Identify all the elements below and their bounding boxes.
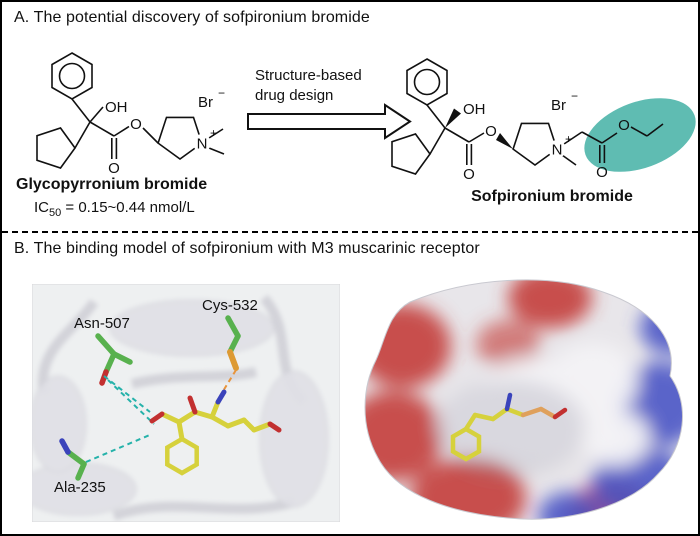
residue-sticks: [59, 315, 241, 481]
reaction-arrow: Structure-based drug design: [247, 67, 412, 140]
sofp-ester-o-label: O: [485, 123, 497, 140]
hbond-teal-3: [85, 433, 153, 463]
hydrogen-bonds: [85, 369, 237, 463]
surface-outline: [364, 279, 683, 520]
glycopyrronium-name: Glycopyrronium bromide: [16, 176, 208, 193]
ester-highlight-ellipse: [584, 98, 696, 172]
pocket-ligand-nitrogen-tip: [504, 392, 513, 412]
n-label-mask: [192, 134, 211, 153]
glyco-bonds: [36, 52, 225, 169]
binding-model-ribbon-view: Asn-507 Cys-532 Ala-235: [32, 284, 340, 522]
cyclopentyl-ring: [36, 127, 76, 169]
sofp-bonds: [391, 58, 664, 175]
ligand-oxygen-tip-2: [187, 395, 198, 415]
sofp-br-minus-label: −: [571, 89, 578, 103]
panel-divider: [2, 231, 698, 233]
aromatic-circle: [413, 68, 441, 96]
arrow-label-line2: drug design: [255, 87, 333, 104]
sofp-chain-ester-o-label: O: [618, 117, 630, 134]
pocket-ligand-chain: [520, 406, 558, 420]
sofp-n-label: N: [552, 142, 563, 159]
arrow-label-line1: Structure-based: [255, 67, 362, 84]
glycopyrronium-ic50: IC50 = 0.15~0.44 nmol/L: [34, 199, 195, 219]
phenyl-ring: [406, 58, 448, 106]
pocket-ligand-sticks: [450, 392, 568, 462]
pyrrolidine-ring: [512, 122, 558, 166]
n-label-mask: [547, 140, 566, 159]
aromatic-circle: [58, 62, 86, 90]
ligand-phenyl-ring: [165, 436, 199, 476]
hbond-teal-1: [103, 375, 151, 413]
ligand-oxygen-tip-1: [149, 411, 165, 424]
glyco-br-minus-label: −: [218, 86, 225, 100]
protein-ribbons: [32, 294, 329, 521]
ligand-oxygen-tip-3: [267, 421, 282, 433]
ala-nitrogen-tip: [59, 438, 71, 455]
panel-a-title: A. The potential discovery of sofpironiu…: [14, 9, 370, 26]
ligand-nitrogen-tip: [215, 389, 227, 405]
ic50-prefix: IC: [34, 199, 49, 216]
ester-wedge-bond: [496, 133, 513, 149]
glyco-ester-o-label: O: [130, 116, 142, 133]
asn-507-label: Asn-507: [74, 315, 130, 332]
sofpironium-structure: OH O O N + Br − O O: [391, 58, 696, 183]
glyco-carbonyl-o-label: O: [108, 160, 120, 177]
binding-model-surface-view: [364, 279, 683, 520]
ic50-value: = 0.15~0.44 nmol/L: [61, 199, 195, 216]
binding-pocket-shadow: [435, 380, 585, 476]
ic50-subscript: 50: [49, 207, 62, 219]
panel-a-structures: OH O O N + Br − Structure-based drug des…: [36, 52, 696, 183]
open-arrow-icon: [247, 103, 412, 140]
cys-532-label: Cys-532: [202, 297, 258, 314]
asn-oxygen-tip: [99, 369, 109, 386]
glyco-oh-label: OH: [105, 99, 128, 116]
glyco-n-label: N: [197, 136, 208, 153]
pyrrolidine-ring: [157, 116, 203, 160]
panel-b-title: B. The binding model of sofpironium with…: [14, 240, 480, 257]
phenyl-ring: [51, 52, 93, 100]
pocket-ligand-oxygen-tip: [552, 407, 568, 420]
sofp-chain-carbonyl-o-label: O: [596, 164, 608, 181]
glyco-n-plus-label: +: [210, 126, 217, 140]
pocket-ligand-phenyl-ring: [450, 426, 482, 462]
cys-sulfur-tip: [227, 349, 239, 371]
sofp-carbonyl-o-label: O: [463, 166, 475, 183]
ala-235-sticks: [65, 449, 87, 481]
oh-wedge-bond: [445, 108, 461, 128]
glycopyrronium-structure: OH O O N + Br −: [36, 52, 225, 177]
hbond-teal-2: [107, 379, 155, 425]
asn-507-sticks: [95, 333, 133, 375]
ligand-sticks: [149, 389, 282, 476]
sofpironium-name: Sofpironium bromide: [471, 188, 633, 205]
sofp-n-plus-label: +: [565, 132, 572, 146]
ala-235-label: Ala-235: [54, 479, 106, 496]
cyclopentyl-ring: [391, 133, 431, 175]
sofp-oh-label: OH: [463, 101, 486, 118]
sofp-br-label: Br: [551, 97, 566, 114]
glyco-br-label: Br: [198, 94, 213, 111]
